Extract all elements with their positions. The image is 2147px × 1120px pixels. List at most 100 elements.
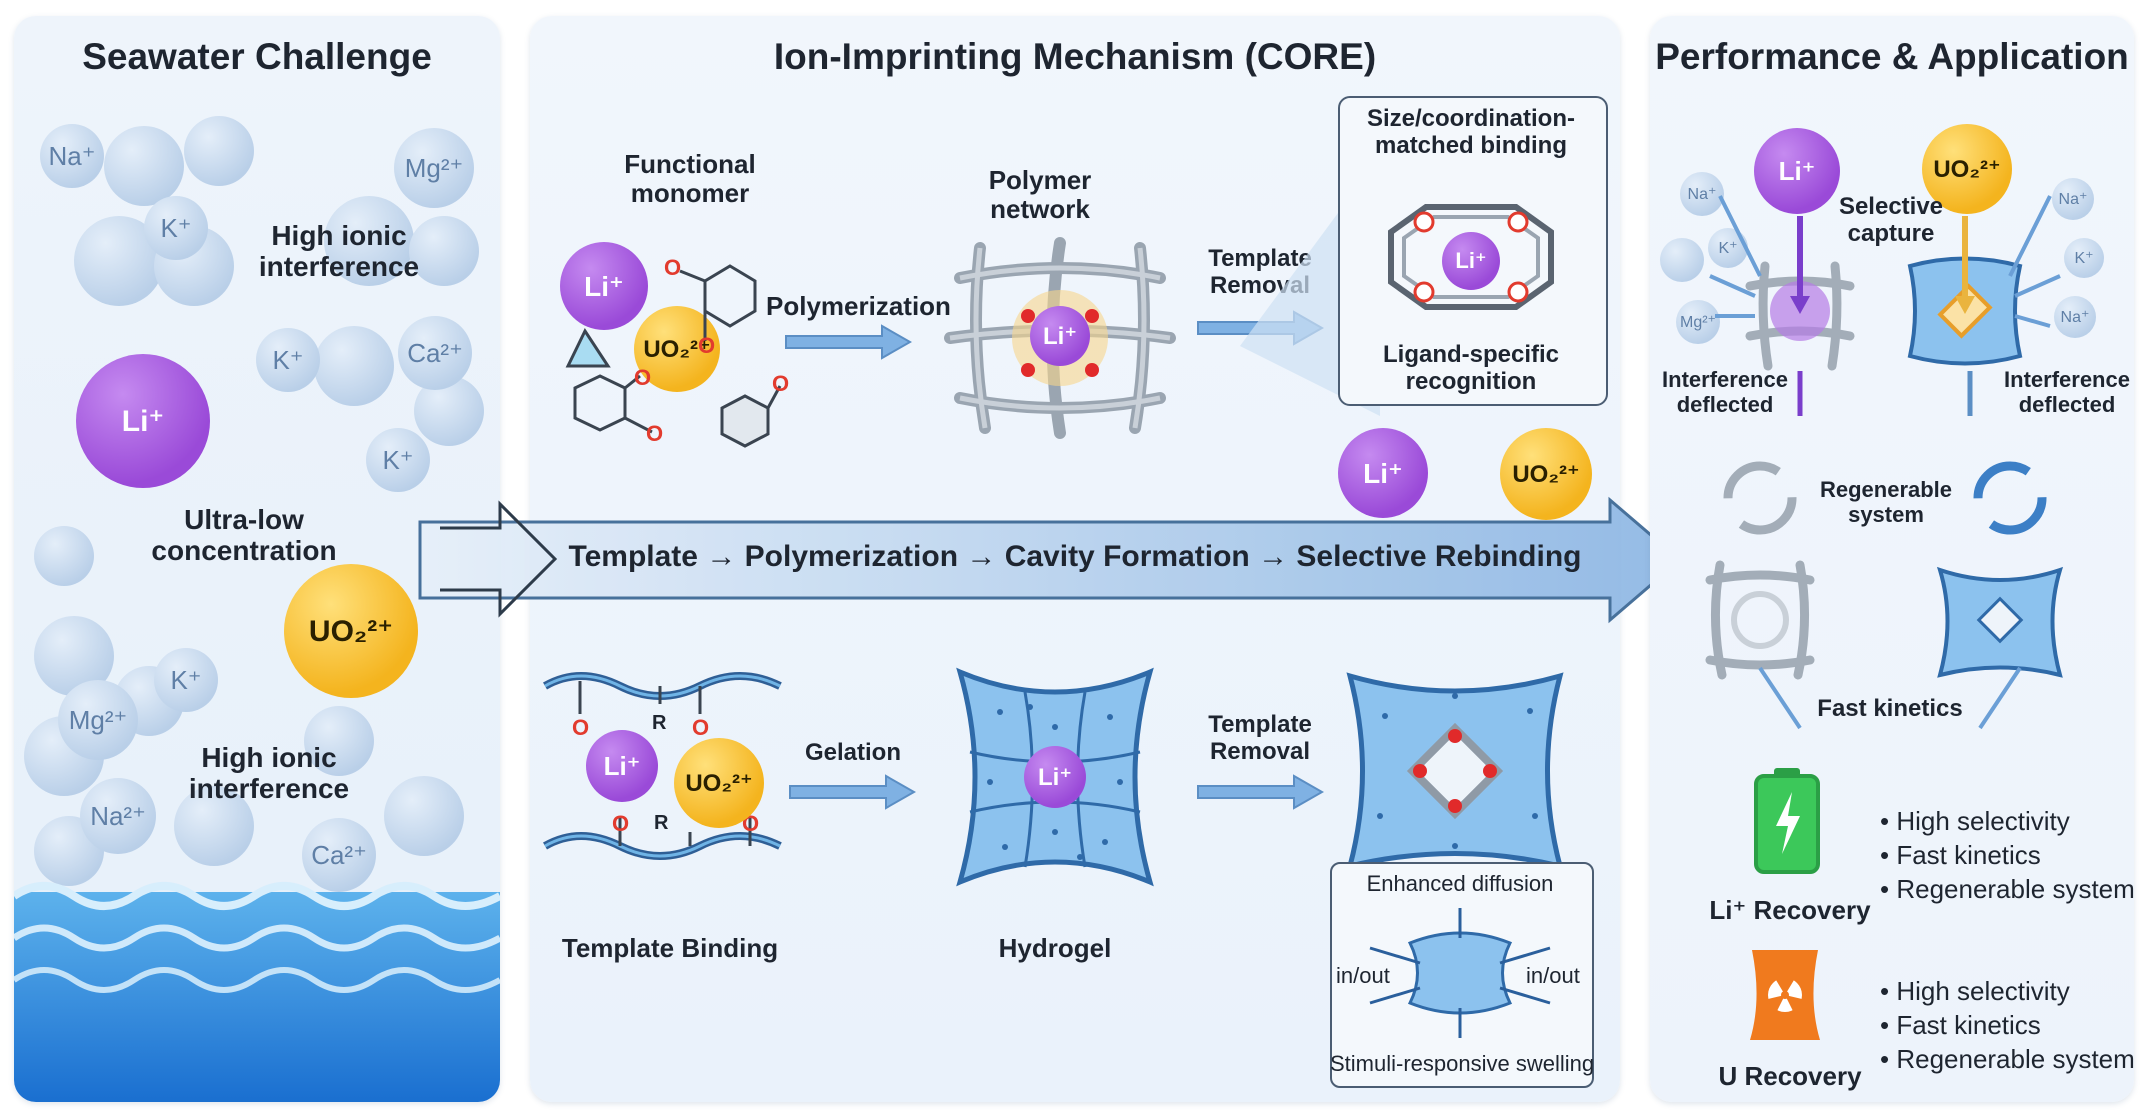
polymer-network-label: Polymer network [988, 165, 1092, 225]
ion-bubble [184, 116, 254, 186]
oxygen-atom: O [772, 371, 790, 396]
interference-label-bottom: High ionic interference [188, 742, 350, 805]
regenerated-materials [1705, 560, 2064, 680]
ion-bubble-k: K⁺ [256, 328, 320, 392]
oxygen-atom: O [572, 715, 590, 740]
polymerization-label: Polymerization [766, 291, 951, 321]
performance-title: Performance & Application [1655, 36, 2129, 77]
interference-label-left: Interference deflected [1662, 367, 1788, 417]
performance-panel: Performance & Application Li⁺ UO₂²⁺ Sele… [1650, 16, 2134, 1102]
oxygen-atom: O [664, 255, 682, 280]
u-benefit: • Fast kinetics [1880, 1010, 2041, 1040]
flow-arrow [418, 496, 1683, 624]
r-group: R [652, 712, 667, 734]
ion-bubble [314, 326, 394, 406]
ion-bubble-na: Na⁺ [40, 124, 104, 188]
in-out-left: in/out [1336, 963, 1390, 988]
concentration-label: Ultra-low concentration [151, 504, 337, 567]
oxygen-atom: O [612, 811, 630, 836]
li-benefit: • Regenerable system [1880, 874, 2134, 904]
li-ion: Li⁺ [1754, 128, 1840, 214]
seawater-panel: Seawater Challenge Na⁺ K⁺ Mg²⁺ K⁺ Ca²⁺ K… [14, 16, 500, 1102]
template-chains [543, 672, 782, 860]
oxygen-atom: O [692, 715, 710, 740]
ion-bubble-ca: Ca²⁺ [302, 818, 376, 892]
ion-bubble [104, 126, 184, 206]
template-removal-label-bottom: Template Removal [1208, 711, 1312, 765]
uo2-ion: UO₂²⁺ [1500, 428, 1592, 520]
flow-text: Template → Polymerization → Cavity Forma… [568, 540, 1582, 573]
li-benefit: • Fast kinetics [1880, 840, 2041, 870]
reactor-icon [1750, 950, 1820, 1040]
monomer-structures [565, 264, 782, 448]
u-benefit: • High selectivity [1880, 976, 2070, 1006]
fast-kinetics-label: Fast kinetics [1817, 695, 1963, 722]
ion-bubble-ca: Ca²⁺ [398, 316, 472, 390]
small-ion: Mg²⁺ [1676, 300, 1720, 344]
ion-bubble [409, 216, 479, 286]
ion-bubble-k: K⁺ [144, 196, 208, 260]
crown-ether [1388, 204, 1554, 310]
binding-sites [1021, 309, 1099, 377]
gelation-label: Gelation [804, 739, 901, 766]
imprinted-hydrogel [1346, 672, 1564, 870]
ion-bubble-k: K⁺ [366, 428, 430, 492]
li-ion-templated: Li⁺ [1030, 306, 1090, 366]
small-ion: K⁺ [2064, 238, 2104, 278]
hydrogel-label: Hydrogel [998, 933, 1112, 963]
li-ion: Li⁺ [1338, 428, 1428, 518]
gelation-arrow [789, 774, 917, 810]
oxygen-atom: O [634, 365, 652, 390]
li-ion: Li⁺ [560, 242, 648, 330]
li-recovery-label: Li⁺ Recovery [1709, 895, 1871, 925]
polymerization-arrow [785, 324, 913, 360]
interference-label-right: Interference deflected [2004, 367, 2130, 417]
ion-bubble-mg: Mg²⁺ [58, 680, 138, 760]
ion-bubble [34, 526, 94, 586]
entry-arrow [440, 500, 558, 618]
uo2-ion: UO₂²⁺ [1922, 124, 2012, 214]
battery-icon [1754, 768, 1820, 874]
ion-bubble-k: K⁺ [154, 648, 218, 712]
li-ion: Li⁺ [586, 730, 658, 802]
ion-bubble [304, 706, 374, 776]
diffusion-graphic [1369, 908, 1551, 1038]
ion-bubble [324, 196, 414, 286]
stimuli-label: Stimuli-responsive swelling [1330, 1051, 1595, 1076]
li-ion-hydrogel: Li⁺ [1024, 746, 1086, 808]
template-binding-label: Template Binding [561, 933, 779, 963]
selective-capture-label: Selective capture [1838, 193, 1944, 247]
u-benefit: • Regenerable system [1880, 1044, 2134, 1074]
r-group: R [654, 812, 669, 834]
kinetics-arrows [1758, 666, 2022, 730]
oxygen-atom: O [698, 333, 716, 358]
ion-bubble-mg: Mg²⁺ [394, 128, 474, 208]
li-ion: Li⁺ [76, 354, 210, 488]
functional-monomer-label: Functional monomer [624, 149, 756, 209]
binding-box-title: Size/coordination- matched binding [1366, 105, 1575, 159]
in-out-right: in/out [1526, 963, 1580, 988]
u-recovery-label: U Recovery [1718, 1061, 1862, 1091]
small-ion [1660, 238, 1704, 282]
uo2-ion: UO₂²⁺ [674, 738, 764, 828]
mechanism-title: Ion-Imprinting Mechanism (CORE) [773, 36, 1377, 77]
small-ion: Na⁺ [2052, 178, 2094, 220]
capture-graphics [1709, 195, 2061, 416]
regen-icons [1723, 461, 2047, 535]
small-ion: Na⁺ [2054, 296, 2096, 338]
seawater-title: Seawater Challenge [82, 36, 432, 77]
ion-bubble-na: Na²⁺ [80, 778, 156, 854]
small-ion: Na⁺ [1680, 172, 1724, 216]
ion-bubble [384, 776, 464, 856]
enhanced-diffusion-label: Enhanced diffusion [1366, 871, 1554, 896]
uo2-ion: UO₂²⁺ [284, 564, 418, 698]
li-ion-bound: Li⁺ [1442, 232, 1500, 290]
sea-waves [14, 882, 500, 1102]
oxygen-atom: O [646, 421, 664, 446]
binding-box-caption: Ligand-specific recognition [1382, 341, 1560, 395]
interference-label-top: High ionic interference [258, 220, 420, 283]
li-benefit: • High selectivity [1880, 806, 2070, 836]
template-removal-arrow-bottom [1197, 774, 1325, 810]
ion-bubble [174, 786, 254, 866]
regenerable-label: Regenerable system [1819, 477, 1953, 527]
